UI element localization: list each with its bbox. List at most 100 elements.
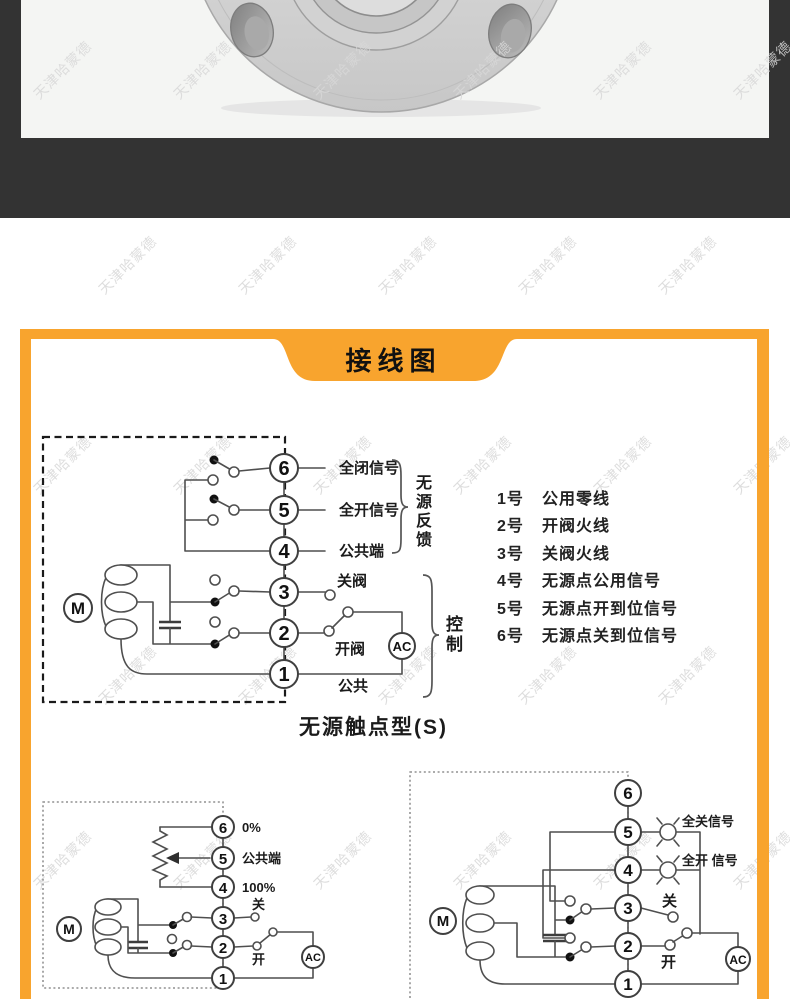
label-close-valve: 关阀 [337, 572, 367, 590]
flange-face-line [217, 0, 545, 101]
diagram-caption: 无源触点型(S) [299, 716, 448, 739]
motor-icon: M [63, 564, 138, 640]
terminal-column: 6 5 4 3 2 1 [614, 779, 642, 998]
photo-left-bar [0, 0, 21, 138]
banner-shape [20, 329, 769, 381]
actuator-boundary-dotted [42, 801, 224, 989]
label-common-terminal: 公共端 [339, 542, 384, 560]
legend-num: 4号 [497, 573, 524, 591]
terminal-4: 4 [623, 861, 633, 880]
ac-source-icon: AC [301, 945, 325, 969]
bolt-hole-right [488, 3, 532, 59]
terminal-4: 4 [278, 541, 290, 563]
terminal-2: 2 [278, 623, 289, 645]
label-open: 开 [661, 954, 676, 971]
legend-row: 1号公用零线 [497, 483, 678, 511]
label-common-terminal: 公共端 [242, 851, 281, 866]
divider-band [0, 138, 790, 218]
terminal-labels: 0% 公共端 100% 关 开 [242, 820, 281, 967]
ac-label: AC [393, 639, 412, 654]
photo-right-bar [769, 0, 790, 138]
terminal-3: 3 [278, 582, 289, 604]
diagram-passive-contact: M AC [41, 435, 440, 704]
terminal-6: 6 [278, 458, 289, 480]
legend-label: 无源点开到位信号 [542, 600, 679, 618]
legend-num: 3号 [497, 545, 524, 563]
watermark-text: 天津哈蒙德 [655, 232, 720, 298]
legend-row: 4号无源点公用信号 [497, 566, 678, 594]
legend-row: 3号关阀火线 [497, 538, 678, 566]
external-switch [664, 911, 693, 951]
terminal-1: 1 [219, 971, 227, 988]
legend-row: 5号无源点开到位信号 [497, 593, 678, 621]
watermark-text: 天津哈蒙德 [655, 642, 720, 708]
feedback-brace [391, 459, 409, 554]
flange-outer-disc [204, 0, 558, 113]
legend-row: 2号开阀火线 [497, 511, 678, 539]
legend-num: 1号 [497, 490, 524, 508]
legend-num: 5号 [497, 600, 524, 618]
terminal-3: 3 [623, 899, 632, 918]
group-label-feedback: 无源反馈 [413, 474, 430, 550]
terminal-4: 4 [219, 880, 228, 897]
actuator-boundary-dashed [41, 435, 287, 704]
limit-switches-feedback [207, 455, 271, 526]
legend-num: 2号 [497, 518, 524, 536]
legend-num: 6号 [497, 628, 524, 646]
wires [479, 792, 739, 985]
bolt-hole-left [230, 2, 274, 58]
watermark-text: 天津哈蒙德 [95, 232, 160, 298]
legend-label: 无源点公用信号 [542, 573, 662, 591]
terminal-6: 6 [623, 784, 632, 803]
motor-label: M [437, 913, 450, 930]
limit-switches [166, 911, 213, 957]
terminal-column: 6 5 4 3 2 1 [211, 815, 235, 990]
ac-label: AC [305, 952, 321, 964]
terminal-1: 1 [623, 975, 632, 994]
diagram-potentiometer-type: M AC 6 5 4 3 2 1 [42, 801, 325, 990]
limit-switches [564, 895, 616, 962]
section-banner [20, 329, 769, 381]
watermark-text: 天津哈蒙德 [235, 232, 300, 298]
external-switch [250, 912, 278, 951]
label-open: 开 [252, 952, 265, 967]
legend-label: 公用零线 [542, 490, 611, 508]
watermark-text: 天津哈蒙德 [515, 232, 580, 298]
frame-border-right [757, 329, 769, 999]
motor-label: M [63, 921, 75, 937]
motor-icon: M [56, 898, 122, 956]
watermark-text: 天津哈蒙德 [375, 232, 440, 298]
diagram-lamp-feedback-type: M AC [409, 771, 751, 999]
label-fully-open-signal: 全开 信号 [681, 853, 738, 868]
flange-bore [334, 0, 418, 17]
terminal-5: 5 [219, 851, 227, 868]
terminal-column: 6 5 4 3 2 1 [269, 453, 299, 689]
wires [107, 826, 314, 979]
label-open-signal: 全开信号 [338, 501, 399, 519]
terminal-1: 1 [278, 664, 289, 686]
legend-label: 无源点关到位信号 [542, 628, 679, 646]
legend-label: 关阀火线 [542, 545, 611, 563]
section-title: 接线图 [345, 346, 442, 376]
control-brace [422, 574, 440, 698]
motor-icon: M [429, 885, 495, 961]
label-close: 关 [252, 897, 265, 912]
terminal-2: 2 [219, 940, 227, 957]
wires [120, 467, 403, 675]
terminal-6: 6 [219, 820, 227, 837]
label-close: 关 [662, 892, 677, 910]
indicator-lamp-open [656, 855, 680, 885]
flange-photo-image [204, 0, 558, 117]
product-photo [21, 0, 769, 138]
terminal-labels: 全关信号 全开 信号 关 开 [661, 814, 738, 971]
group-label-control: 控制 [443, 615, 462, 655]
watermark-text: 天津哈蒙德 [515, 642, 580, 708]
legend-label: 开阀火线 [542, 518, 611, 536]
label-open-valve: 开阀 [335, 640, 365, 658]
label-common: 公共 [338, 678, 368, 695]
terminal-3: 3 [219, 911, 227, 928]
motor-label: M [71, 599, 85, 618]
external-switch [323, 589, 354, 637]
actuator-boundary-dotted [409, 771, 629, 999]
